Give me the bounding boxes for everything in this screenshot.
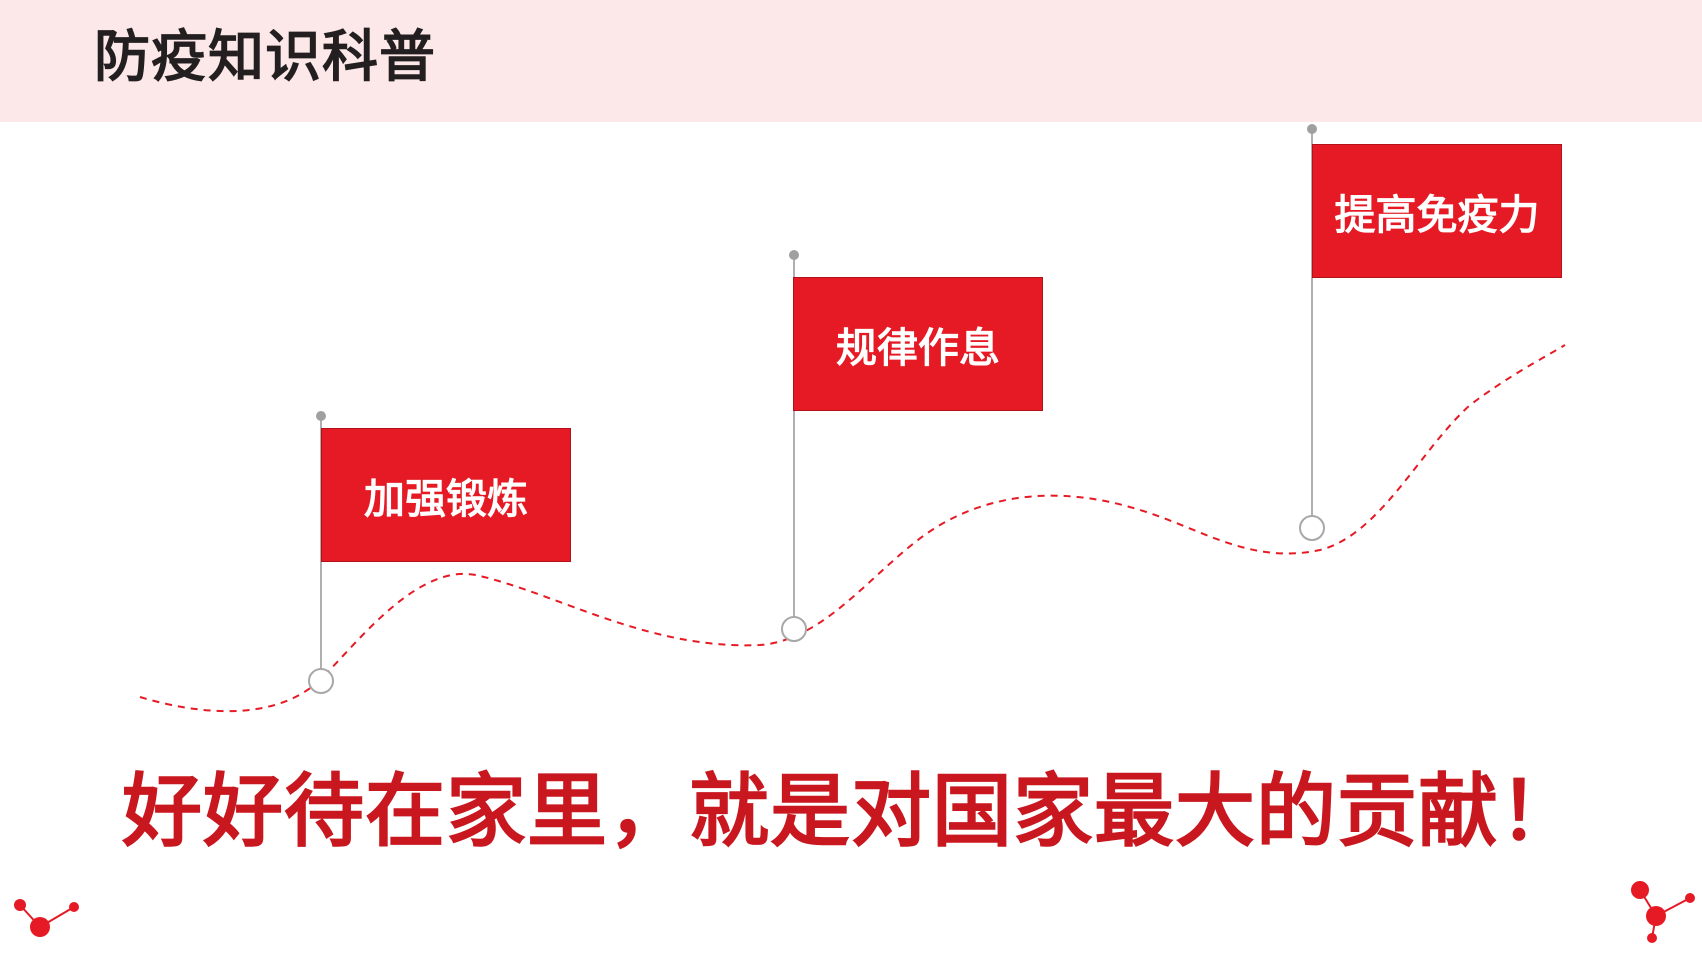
pole-top-knob-2: [789, 250, 799, 260]
pole-base-ring-3: [1299, 515, 1325, 541]
header-band: 防疫知识科普: [0, 0, 1702, 122]
pole-top-knob-1: [316, 411, 326, 421]
slogan-text: 好好待在家里，就是对国家最大的贡献！: [122, 765, 1580, 858]
flag-exercise: 加强锻炼: [321, 428, 571, 562]
molecule-icon: [14, 899, 79, 937]
pole-base-ring-1: [308, 668, 334, 694]
flag-label: 加强锻炼: [364, 475, 528, 523]
molecule-icon: [1631, 881, 1695, 943]
flag-regular-schedule: 规律作息: [793, 277, 1043, 411]
pole-top-knob-3: [1307, 124, 1317, 134]
flag-label: 提高免疫力: [1334, 191, 1540, 239]
flag-boost-immunity: 提高免疫力: [1312, 144, 1562, 278]
dashed-progress-path: [139, 344, 1566, 713]
page-title: 防疫知识科普: [94, 25, 436, 90]
flag-label: 规律作息: [836, 324, 1000, 372]
pole-base-ring-2: [781, 616, 807, 642]
